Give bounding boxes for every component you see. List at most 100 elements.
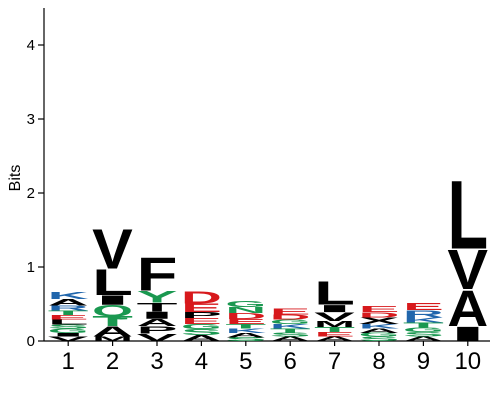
logo-letter-g: G	[403, 327, 444, 334]
logo-letter-r: R	[403, 308, 444, 320]
logo-letter-s: S	[225, 337, 266, 343]
x-tick-label: 9	[417, 348, 430, 375]
logo-letter-a: A	[181, 333, 222, 342]
logo-letter-s: S	[359, 336, 400, 343]
x-tick-label: 1	[62, 348, 75, 375]
logo-letter-i: I	[92, 293, 133, 308]
logo-letter-t: T	[137, 300, 178, 314]
logo-letter-s: S	[403, 331, 444, 338]
logo-letter-a: A	[48, 297, 89, 307]
x-tick-label: 10	[454, 348, 481, 375]
logo-letter-v: V	[137, 332, 178, 344]
y-tick-label: 4	[27, 37, 35, 54]
logo-letter-i: I	[48, 332, 89, 338]
logo-letter-e: E	[225, 318, 266, 326]
letter-stacks: VIGSLETRAKMATQILVVPAITYFASGEPEDSAKTEDNGA…	[48, 160, 488, 346]
logo-letter-s: S	[48, 324, 89, 330]
logo-letter-k: K	[225, 327, 266, 334]
logo-letter-e: E	[48, 314, 89, 321]
logo-letter-e: E	[359, 305, 400, 314]
logo-letter-i: I	[314, 303, 355, 314]
logo-letter-p: P	[181, 311, 222, 320]
y-ticks: 0 1 2 3 4	[27, 37, 44, 350]
logo-letter-i: I	[137, 310, 178, 321]
logo-letter-k: K	[359, 323, 400, 330]
logo-letter-k: K	[403, 316, 444, 324]
logo-letter-d: D	[270, 313, 311, 321]
logo-letter-n: N	[225, 305, 266, 314]
logo-letter-q: Q	[92, 302, 133, 319]
logo-letter-k: K	[270, 323, 311, 330]
logo-letter-y: Y	[137, 287, 178, 306]
x-tick-label: 2	[106, 348, 119, 375]
y-tick-label: 3	[27, 111, 35, 128]
logo-letter-l: L	[48, 318, 89, 326]
logo-letter-e: E	[314, 331, 355, 338]
logo-letter-e: E	[181, 317, 222, 326]
logo-letter-a: A	[270, 335, 311, 342]
logo-letter-e: E	[403, 301, 444, 312]
x-tick-label: 5	[239, 348, 252, 375]
x-ticks: 1 2 3 4 5 6 7 8 9 10	[62, 341, 481, 375]
logo-letter-a: A	[447, 281, 488, 338]
logo-letter-t: T	[270, 327, 311, 334]
logo-letter-d: D	[359, 311, 400, 319]
logo-letter-a: A	[314, 335, 355, 342]
logo-letter-v: V	[314, 310, 356, 324]
logo-letter-d: D	[225, 311, 266, 320]
logo-letter-v: V	[92, 218, 133, 280]
logo-letter-t: T	[225, 323, 266, 330]
logo-letter-f: F	[137, 249, 178, 301]
logo-letter-t: T	[92, 313, 133, 329]
y-tick-label: 1	[27, 259, 35, 276]
x-tick-label: 7	[328, 348, 341, 375]
logo-letter-p: P	[137, 324, 178, 335]
logo-letter-s: S	[181, 328, 222, 337]
logo-letter-g: G	[225, 300, 266, 309]
logo-letter-s: S	[270, 332, 311, 338]
logo-letter-i: I	[447, 323, 488, 346]
logo-letter-m: M	[314, 320, 355, 329]
logo-letter-t: T	[314, 326, 355, 334]
logo-letter-e: E	[181, 301, 222, 315]
logo-letter-t: T	[48, 310, 89, 317]
logo-letter-e: E	[270, 307, 311, 316]
logo-letter-a: A	[92, 324, 133, 340]
logo-letter-m: M	[92, 336, 133, 343]
x-tick-label: 8	[372, 348, 385, 375]
logo-letter-g: G	[181, 323, 222, 331]
logo-letter-t: T	[403, 321, 444, 329]
y-axis-title: Bits	[7, 165, 24, 192]
logo-letter-a: A	[403, 335, 444, 342]
logo-letter-k: K	[48, 289, 89, 301]
logo-letter-g: G	[48, 327, 89, 334]
logo-letter-g: G	[359, 332, 400, 338]
logo-letter-l: L	[314, 275, 355, 312]
logo-letter-a: A	[359, 327, 400, 334]
x-tick-label: 4	[195, 348, 208, 375]
logo-letter-g: G	[270, 318, 311, 325]
logo-letter-a: A	[137, 317, 178, 329]
x-tick-label: 6	[284, 348, 297, 375]
logo-letter-v: V	[447, 239, 488, 301]
logo-letter-x: X	[359, 316, 400, 326]
logo-letter-l: L	[447, 160, 488, 270]
x-tick-label: 3	[150, 348, 163, 375]
y-tick-label: 2	[27, 185, 35, 202]
logo-letter-l: L	[92, 262, 133, 303]
y-tick-label: 0	[27, 333, 35, 350]
logo-letter-v: V	[48, 336, 89, 343]
logo-letter-r: R	[48, 304, 89, 312]
logo-letter-a: A	[225, 332, 266, 339]
